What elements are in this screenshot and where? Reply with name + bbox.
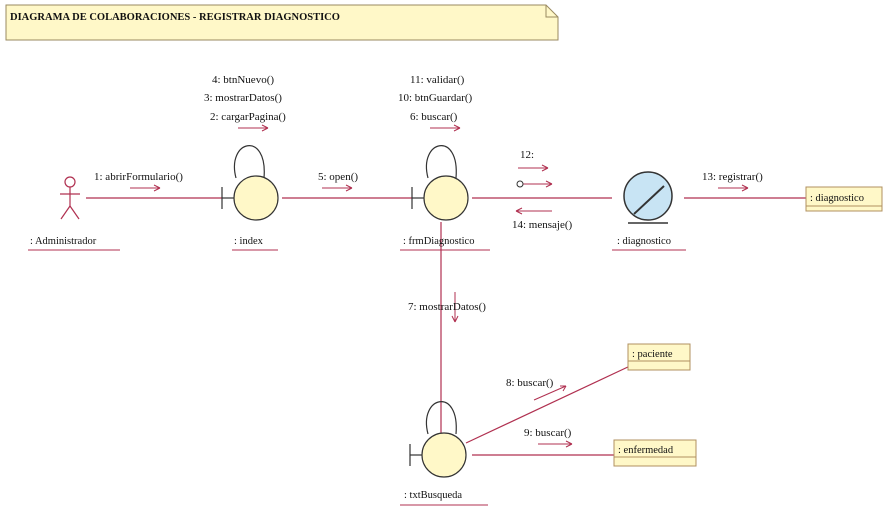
message-label: 6: buscar() [410,111,458,123]
message-label: 1: abrirFormulario() [94,171,183,183]
message-label: 14: mensaje() [512,219,573,231]
arrow-msg-8 [533,385,567,401]
boundary-index [221,175,279,221]
message-label: 3: mostrarDatos() [204,92,282,104]
arrow-msg-2 [238,124,269,132]
arrow-msg-13 [718,184,749,192]
self-loops [233,145,457,435]
class-enfermedad [613,439,697,467]
entity-icon [623,171,673,221]
object-label-index: : index [234,236,264,247]
message-label: 8: buscar() [506,377,554,389]
data-token-icon [516,180,524,188]
class-diagnostico [805,186,883,212]
name-underlines [28,249,686,506]
actor-administrador [60,176,80,220]
actor-label-administrador: : Administrador [30,236,97,247]
object-label-diagnostico: : diagnostico [617,236,671,247]
self-loop-txt [425,401,457,435]
object-label-txtbusqueda: : txtBusqueda [404,490,462,501]
message-label: 4: btnNuevo() [212,74,274,86]
message-label: 2: cargarPagina() [210,111,286,123]
boundary-icon [233,175,279,221]
boundary-txtbusqueda [409,432,467,478]
link-txt-paciente [465,365,631,444]
arrow-msg-1 [130,184,161,192]
title-note: DIAGRAMA DE COLABORACIONES - REGISTRAR D… [5,4,559,41]
class-label-diagnostico: : diagnostico [810,193,864,204]
object-label-frmdiagnostico: : frmDiagnostico [403,236,474,247]
message-label: 10: btnGuardar() [398,92,473,104]
arrow-msg-12-a [518,164,549,172]
class-label-paciente: : paciente [632,349,673,360]
message-label: 7: mostrarDatos() [408,301,486,313]
arrow-msg-6 [430,124,461,132]
arrow-msg-5 [322,184,353,192]
self-loop-frm [425,145,457,179]
class-label-enfermedad: : enfermedad [618,445,674,456]
message-label: 12: [520,149,534,161]
class-paciente [627,343,691,371]
boundary-icon [421,432,467,478]
message-label: 9: buscar() [524,427,572,439]
self-loop-index [233,145,265,179]
actor-icon [64,176,76,188]
boundary-frmdiagnostico [411,175,469,221]
arrow-msg-14 [515,207,552,215]
message-arrows [130,124,749,448]
message-label: 13: registrar() [702,171,763,183]
diagram-title: DIAGRAMA DE COLABORACIONES - REGISTRAR D… [10,12,340,23]
message-label: 5: open() [318,171,358,183]
entity-diagnostico [623,171,673,224]
boundary-icon [423,175,469,221]
arrow-msg-9 [538,440,573,448]
links [86,197,806,456]
arrow-msg-7 [451,292,459,323]
arrow-msg-12-b [522,180,553,188]
message-label: 11: validar() [410,74,465,86]
